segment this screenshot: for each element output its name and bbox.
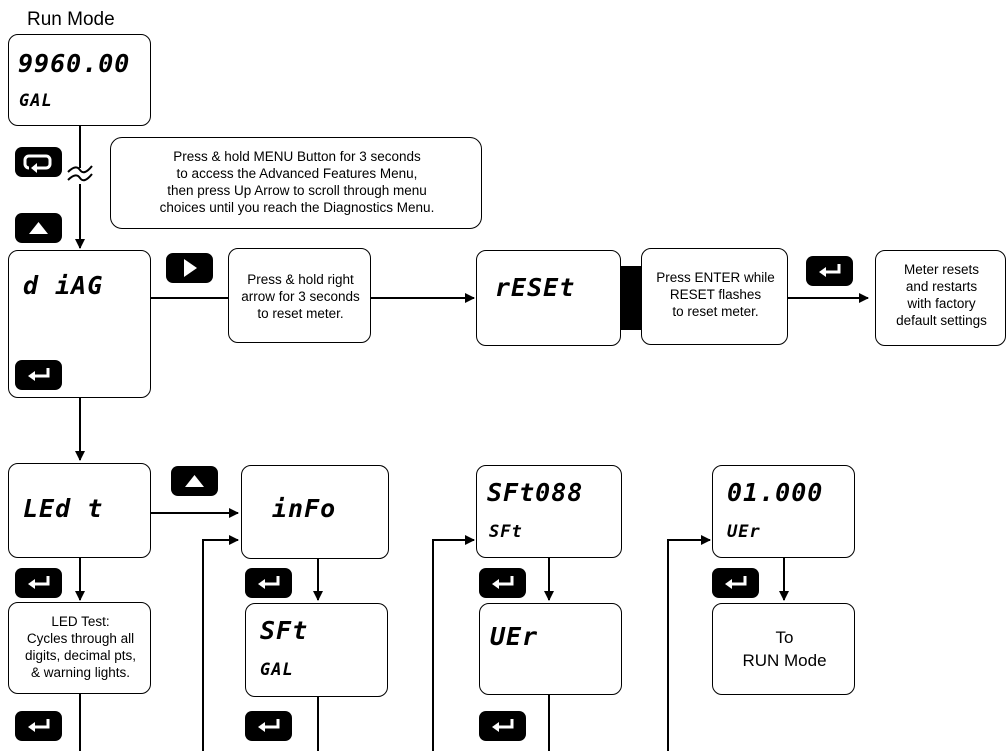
led-test-text: LEd t <box>23 494 104 523</box>
menu-button[interactable] <box>15 147 62 177</box>
up-arrow-icon <box>185 475 204 487</box>
reset-text: rESEt <box>495 273 576 302</box>
enter-button[interactable] <box>245 568 292 598</box>
enter-button[interactable] <box>806 256 853 286</box>
note-line: & warning lights. <box>30 665 131 680</box>
sft-bottom-text: GAL <box>260 660 294 680</box>
menu-cycle-icon <box>23 154 52 173</box>
reset-hold-note: Press & hold right arrow for 3 seconds t… <box>228 248 371 343</box>
enter-icon <box>28 576 50 589</box>
version-label-text: UEr <box>727 522 761 542</box>
note-line: Press & hold MENU Button for 3 seconds <box>173 149 421 164</box>
note-line: Cycles through all <box>26 631 135 646</box>
note-line: then press Up Arrow to scroll through me… <box>167 183 427 198</box>
reset-enter-note: Press ENTER while RESET flashes to reset… <box>641 248 788 345</box>
advanced-features-note: Press & hold MENU Button for 3 seconds t… <box>110 137 482 229</box>
note-line: RUN Mode <box>742 651 827 670</box>
enter-icon <box>258 576 280 589</box>
version-display: 01.000 UEr <box>712 465 855 558</box>
sft088-display: SFt088 SFt <box>476 465 622 558</box>
info-display: inFo <box>241 465 389 559</box>
to-run-mode-note: To RUN Mode <box>712 603 855 695</box>
note-line: Meter resets <box>903 262 980 277</box>
enter-button[interactable] <box>15 568 62 598</box>
enter-icon <box>492 576 514 589</box>
ver-display: UEr <box>479 603 622 695</box>
sft-gal-display: SFt GAL <box>245 603 388 697</box>
note-line: RESET flashes <box>669 287 762 302</box>
run-mode-display: 9960.00 GAL <box>8 34 151 126</box>
note-line: To <box>775 628 794 647</box>
enter-button[interactable] <box>15 360 62 390</box>
note-line: Press & hold right <box>247 272 354 287</box>
right-arrow-icon <box>184 259 197 277</box>
note-line: digits, decimal pts, <box>24 648 137 663</box>
enter-button[interactable] <box>15 711 62 741</box>
diag-text: d iAG <box>23 271 104 300</box>
enter-icon <box>492 719 514 732</box>
enter-icon <box>819 264 841 277</box>
enter-icon <box>28 719 50 732</box>
sft088-top-text: SFt088 <box>487 478 584 507</box>
up-arrow-button[interactable] <box>171 466 218 496</box>
enter-button[interactable] <box>479 711 526 741</box>
enter-icon <box>258 719 280 732</box>
note-line: to access the Advanced Features Menu, <box>176 166 418 181</box>
enter-icon <box>725 576 747 589</box>
note-line: Press ENTER while <box>656 270 775 285</box>
enter-button[interactable] <box>479 568 526 598</box>
note-line: to reset meter. <box>257 306 344 321</box>
meter-resets-note: Meter resets and restarts with factory d… <box>875 250 1006 346</box>
note-line: arrow for 3 seconds <box>241 289 360 304</box>
note-line: to reset meter. <box>672 304 759 319</box>
reset-display: rESEt <box>476 250 621 346</box>
note-line: LED Test: <box>51 614 110 629</box>
up-arrow-icon <box>29 222 48 234</box>
run-value-text: 9960.00 <box>18 49 131 78</box>
run-unit-text: GAL <box>19 91 53 111</box>
ver-text: UEr <box>490 622 539 651</box>
run-mode-label: Run Mode <box>27 9 115 30</box>
enter-button[interactable] <box>245 711 292 741</box>
note-line: and restarts <box>905 279 978 294</box>
enter-button[interactable] <box>712 568 759 598</box>
sft088-bottom-text: SFt <box>489 522 523 542</box>
info-text: inFo <box>272 494 337 523</box>
enter-icon <box>28 368 50 381</box>
led-test-note: LED Test: Cycles through all digits, dec… <box>8 602 151 694</box>
note-line: default settings <box>896 313 987 328</box>
note-line: choices until you reach the Diagnostics … <box>159 200 435 215</box>
note-line: with factory <box>907 296 976 311</box>
version-number-text: 01.000 <box>727 478 824 507</box>
right-arrow-button[interactable] <box>166 253 213 283</box>
led-test-display: LEd t <box>8 463 151 558</box>
sft-top-text: SFt <box>260 616 309 645</box>
up-arrow-button[interactable] <box>15 213 62 243</box>
